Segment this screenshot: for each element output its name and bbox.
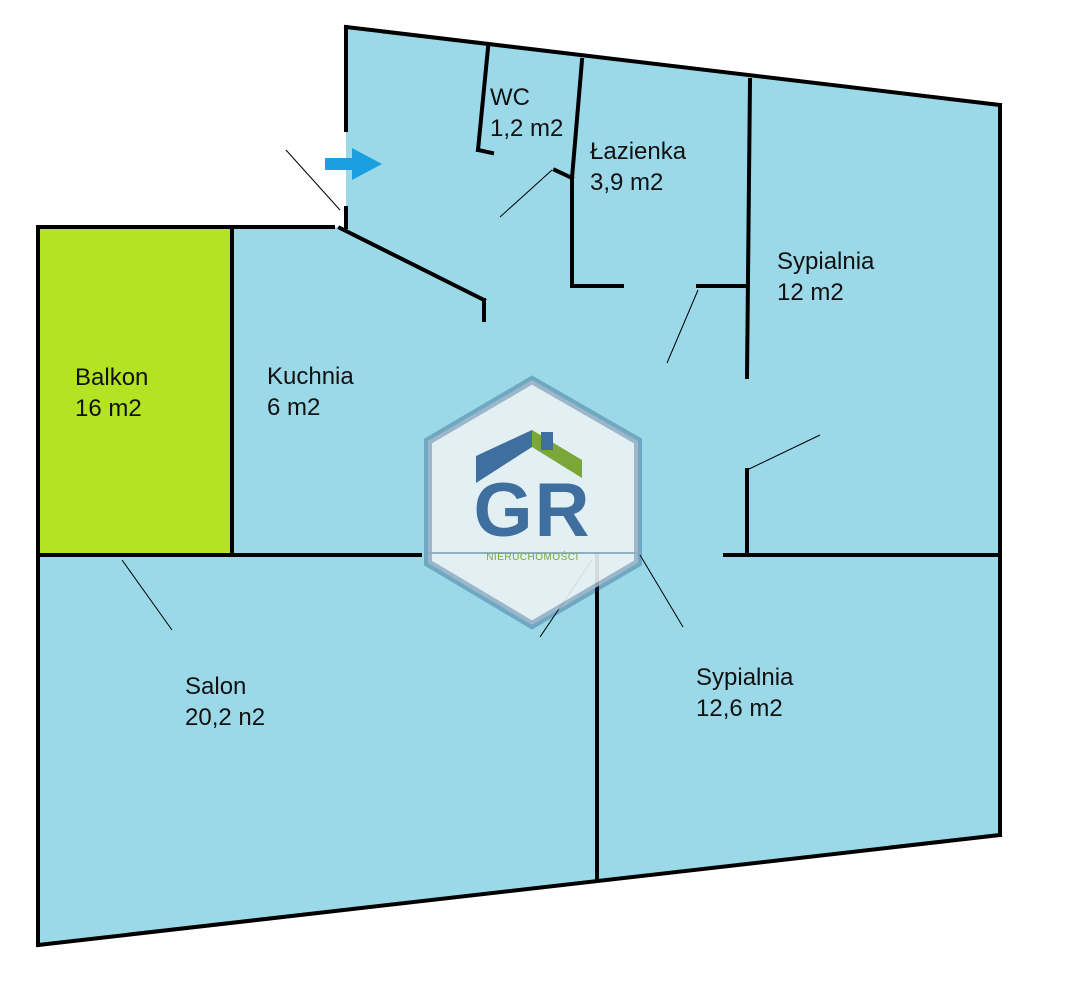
room-name: Kuchnia (267, 363, 354, 390)
room-area: 16 m2 (75, 395, 142, 422)
room-area: 3,9 m2 (590, 169, 664, 196)
room-label-lazienka: Łazienka 3,9 m2 (590, 136, 686, 198)
room-name: Salon (185, 673, 247, 700)
room-area: 12 m2 (777, 279, 844, 306)
room-name: Sypialnia (777, 248, 875, 275)
room-label-wc: WC 1,2 m2 (490, 82, 563, 144)
walls (35, 24, 1003, 948)
room-name: Balkon (75, 364, 149, 391)
watermark-logo (424, 375, 642, 630)
logo-subtitle: NIERUCHOMOŚCI (486, 552, 579, 563)
room-area: 12,6 m2 (696, 695, 783, 722)
room-label-salon: Salon 20,2 n2 (185, 671, 265, 733)
room-label-kuchnia: Kuchnia 6 m2 (267, 361, 354, 423)
room-area: 1,2 m2 (490, 115, 564, 142)
room-area: 20,2 n2 (185, 704, 266, 731)
room-label-sypialnia-1: Sypialnia 12 m2 (777, 246, 874, 308)
room-name: WC (490, 84, 530, 111)
room-area: 6 m2 (267, 394, 321, 421)
balcony-floor (38, 227, 232, 555)
room-name: Łazienka (590, 138, 687, 165)
room-label-sypialnia-2: Sypialnia 12,6 m2 (696, 662, 793, 724)
entry-arrow-icon (325, 148, 382, 180)
room-name: Sypialnia (696, 664, 794, 691)
watermark: GR NIERUCHOMOŚCI (420, 375, 645, 640)
logo-text: GR (473, 468, 592, 553)
room-label-balkon: Balkon 16 m2 (75, 362, 148, 424)
house-roof-icon (476, 430, 582, 483)
